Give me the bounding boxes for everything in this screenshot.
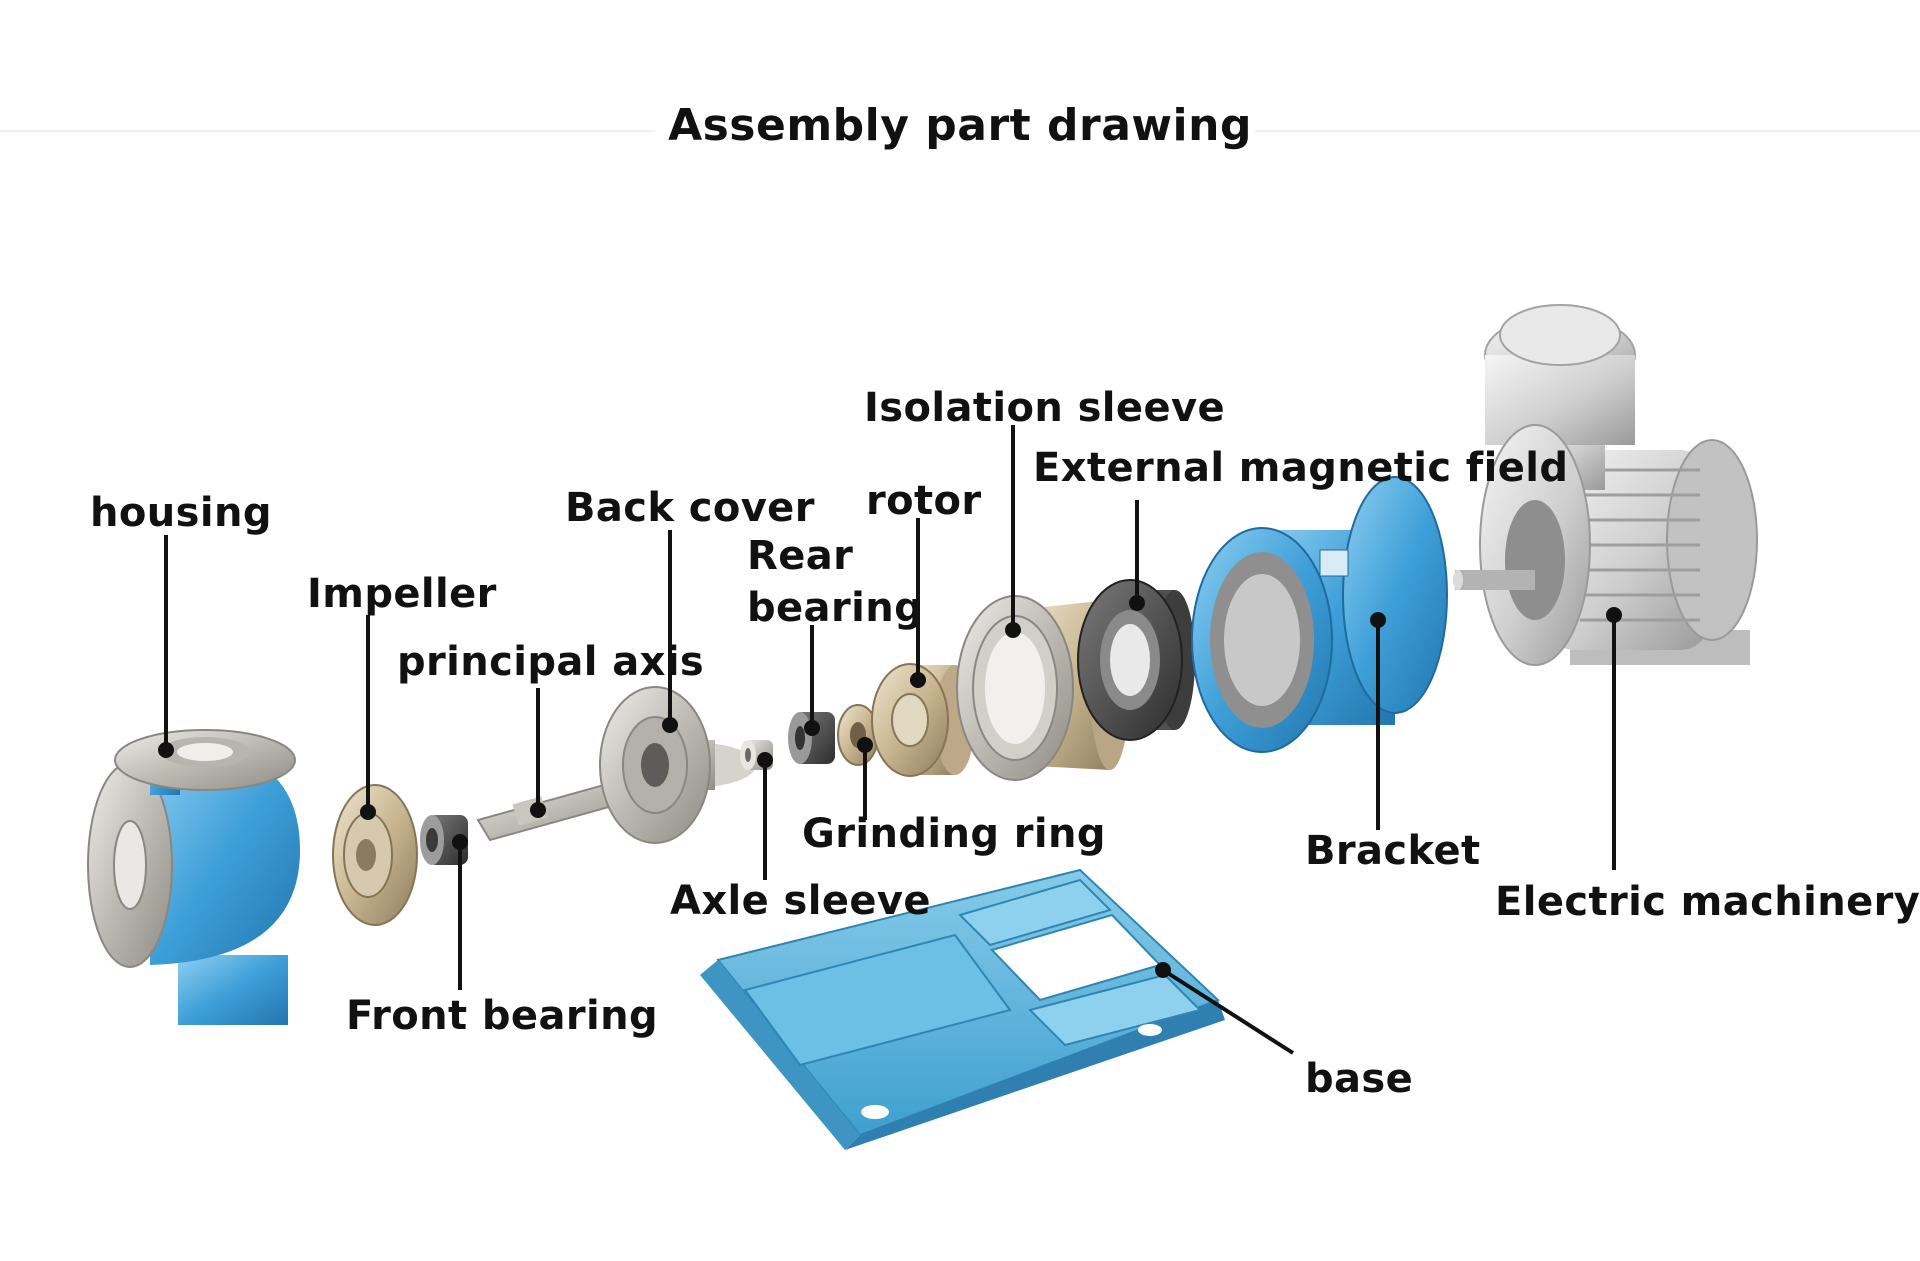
label-back-cover: Back cover xyxy=(565,485,815,531)
leader-dot-isolation-sleeve xyxy=(1005,622,1021,638)
leader-lines xyxy=(164,425,1616,1055)
label-base: base xyxy=(1305,1056,1414,1102)
leader-dot-principal-axis xyxy=(530,802,546,818)
label-axle-sleeve: Axle sleeve xyxy=(670,878,931,924)
label-rear-bearing: Rear bearing xyxy=(747,533,924,631)
label-front-bearing: Front bearing xyxy=(346,993,658,1039)
leader-dot-axle-sleeve xyxy=(757,752,773,768)
title-rule-right xyxy=(1255,130,1920,132)
title-rule-left xyxy=(0,130,655,132)
label-electric-machinery: Electric machinery xyxy=(1495,879,1920,925)
external-magnetic-field-part xyxy=(1077,579,1195,741)
housing-part xyxy=(87,729,300,1025)
leader-dot-back-cover xyxy=(662,717,678,733)
impeller-part xyxy=(332,784,418,926)
label-impeller: Impeller xyxy=(307,571,497,617)
leader-line-base xyxy=(1161,968,1295,1055)
leader-dot-bracket xyxy=(1370,612,1386,628)
label-grinding-ring: Grinding ring xyxy=(802,811,1106,857)
label-principal-axis: principal axis xyxy=(397,639,705,685)
leader-dot-front-bearing xyxy=(452,834,468,850)
label-isolation-sleeve: Isolation sleeve xyxy=(864,385,1225,431)
leader-dot-grinding-ring xyxy=(857,737,873,753)
back-cover-part xyxy=(599,686,756,844)
leader-dots xyxy=(158,595,1622,978)
leader-dot-impeller xyxy=(360,804,376,820)
label-bracket: Bracket xyxy=(1305,828,1481,874)
label-housing: housing xyxy=(90,490,272,536)
page-title: Assembly part drawing xyxy=(668,100,1252,151)
label-external-magnetic-field: External magnetic field xyxy=(1033,445,1569,491)
leader-dot-electric-machinery xyxy=(1606,607,1622,623)
leader-dot-external-magnetic-field xyxy=(1129,595,1145,611)
leader-dot-rear-bearing xyxy=(804,720,820,736)
bracket-part xyxy=(1191,476,1448,753)
leader-dot-housing xyxy=(158,742,174,758)
base-part xyxy=(700,868,1225,1150)
leader-dot-rotor xyxy=(910,672,926,688)
label-rotor: rotor xyxy=(866,478,982,524)
electric-machinery-part xyxy=(1453,304,1758,666)
leader-dot-base xyxy=(1155,962,1171,978)
